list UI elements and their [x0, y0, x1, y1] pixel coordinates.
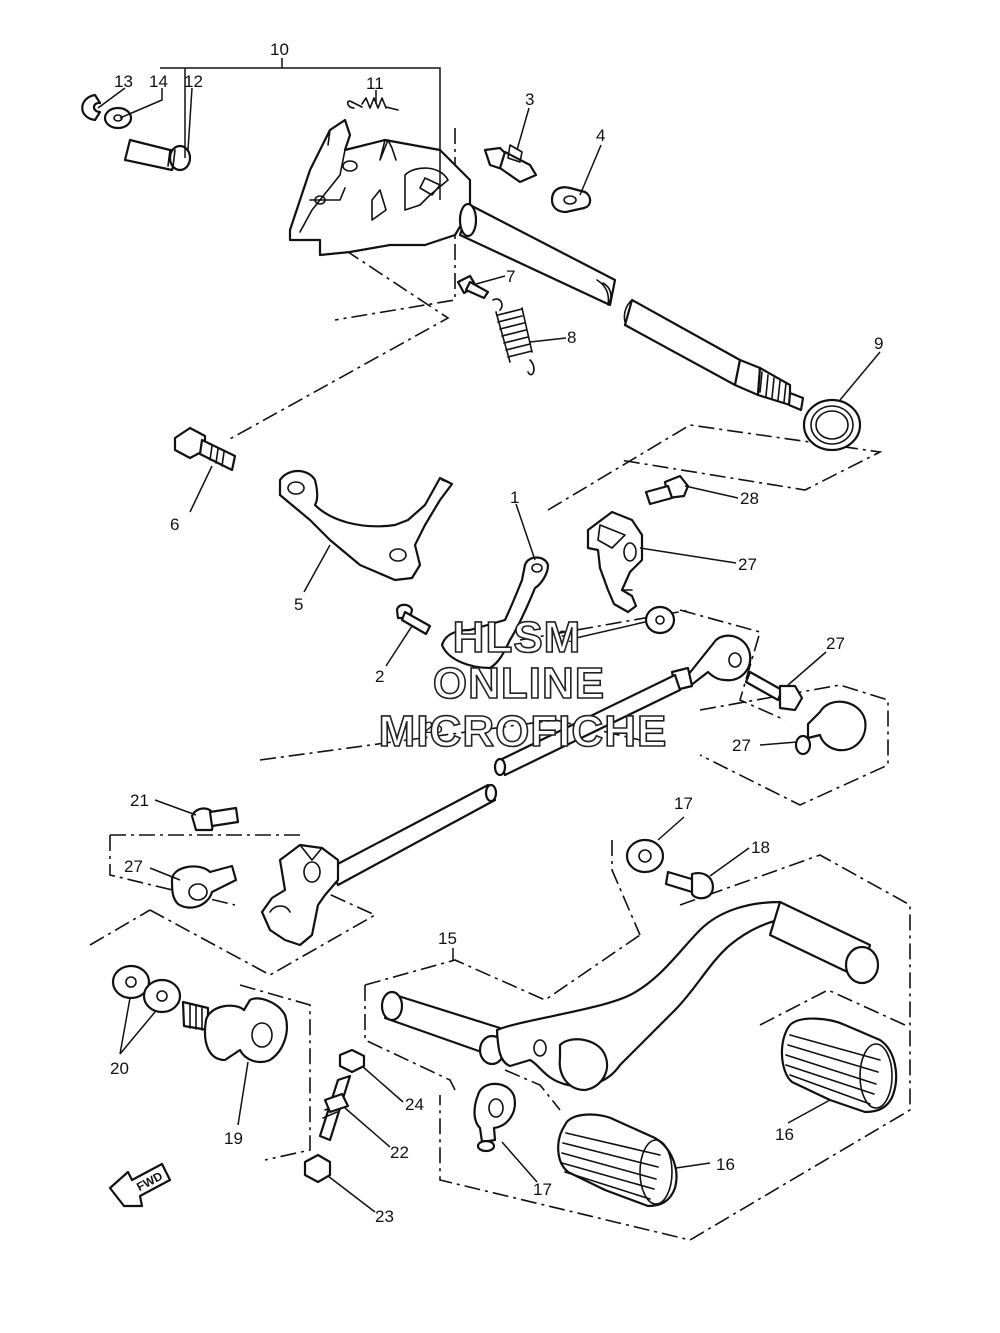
callout-23: 22 — [390, 1143, 409, 1162]
callout-15: 15 — [438, 929, 457, 948]
callout-7: 7 — [506, 267, 515, 286]
plate-1 — [440, 556, 550, 670]
callout-17: 17 — [533, 1180, 552, 1199]
callout-10: 10 — [270, 40, 289, 59]
stopper-bolt-3 — [483, 144, 538, 184]
callout-1: 1 — [510, 488, 519, 507]
callout-30: 28 — [740, 489, 759, 508]
callout-11: 11 — [366, 74, 384, 93]
callout-8: 8 — [567, 328, 576, 347]
nut-24 — [303, 1153, 332, 1184]
callout-16-right: 16 — [775, 1125, 794, 1144]
callout-13: 13 — [114, 72, 133, 91]
stopper-4 — [550, 186, 592, 214]
shift-lever-bracket-5 — [278, 469, 454, 582]
tie-rod-26 — [328, 634, 752, 887]
washer-21-a — [111, 964, 151, 1000]
shift-shaft-9 — [458, 202, 805, 412]
callout-5: 5 — [294, 595, 303, 614]
callout-25: 24 — [405, 1095, 424, 1114]
collar-12 — [123, 138, 192, 172]
callout-16-left: 16 — [716, 1155, 735, 1174]
callout-21: 20 — [110, 1059, 129, 1078]
callout-28: 27 — [738, 555, 757, 574]
pedal-rubber-16-left — [557, 1113, 678, 1208]
joint-20 — [181, 997, 288, 1064]
rubber-boot-27-right — [794, 700, 867, 756]
callout-4: 4 — [596, 126, 605, 145]
watermark-line-3: MICROFICHE — [379, 707, 668, 756]
stud-23 — [318, 1074, 352, 1142]
bolt-7 — [456, 274, 490, 300]
callout-27-right: 27 — [732, 736, 751, 755]
callout-22: 21 — [130, 791, 149, 810]
callout-3: 3 — [525, 90, 534, 109]
callout-9: 9 — [874, 334, 883, 353]
oil-seal-9 — [802, 398, 862, 452]
washer-14 — [103, 106, 133, 130]
watermark: HLSM ONLINE MICROFICHE — [378, 612, 668, 757]
washer-31 — [644, 605, 676, 635]
shift-pedal-15 — [380, 900, 880, 1092]
screw-2 — [395, 603, 432, 636]
callout-14: 14 — [149, 72, 168, 91]
spring-11 — [346, 97, 399, 111]
assembly-group-lines — [89, 128, 911, 1241]
callout-26: 25 — [424, 718, 443, 737]
pedal-rubber-16-right — [780, 1017, 898, 1114]
callout-27-left: 27 — [124, 857, 143, 876]
return-spring-8 — [492, 298, 535, 376]
callout-24: 23 — [375, 1207, 394, 1226]
bolt-22 — [190, 806, 240, 832]
nut-25 — [338, 1048, 366, 1074]
eye-joint-17 — [473, 1082, 516, 1153]
callout-leaders — [97, 58, 881, 1213]
washer-18 — [625, 838, 665, 874]
shift-arm-left — [260, 843, 340, 947]
callout-12: 12 — [184, 72, 203, 91]
callout-18: 17 — [674, 794, 693, 813]
bolt-29 — [744, 670, 804, 712]
bolt-30 — [644, 474, 690, 506]
callout-2: 2 — [375, 667, 384, 686]
callout-6: 6 — [170, 515, 179, 534]
callout-29: 27 — [826, 634, 845, 653]
callout-numbers: 10 13 14 12 11 3 4 7 8 9 6 5 1 28 27 2 3… — [110, 40, 883, 1226]
shift-shaft-arm — [288, 118, 472, 257]
watermark-line-2: ONLINE — [433, 659, 605, 708]
callout-20: 19 — [224, 1129, 243, 1148]
forward-direction-badge: FWD — [108, 1162, 172, 1208]
bolt-6 — [173, 426, 237, 472]
circlip-13 — [81, 93, 102, 122]
callout-19: 18 — [751, 838, 770, 857]
watermark-line-1: HLSM — [453, 613, 582, 662]
callout-31: 31 — [558, 627, 577, 646]
washer-21-b — [142, 978, 182, 1014]
bolt-19 — [664, 870, 714, 900]
shift-arm-28 — [586, 510, 644, 614]
rubber-boot-27-left — [170, 864, 238, 909]
